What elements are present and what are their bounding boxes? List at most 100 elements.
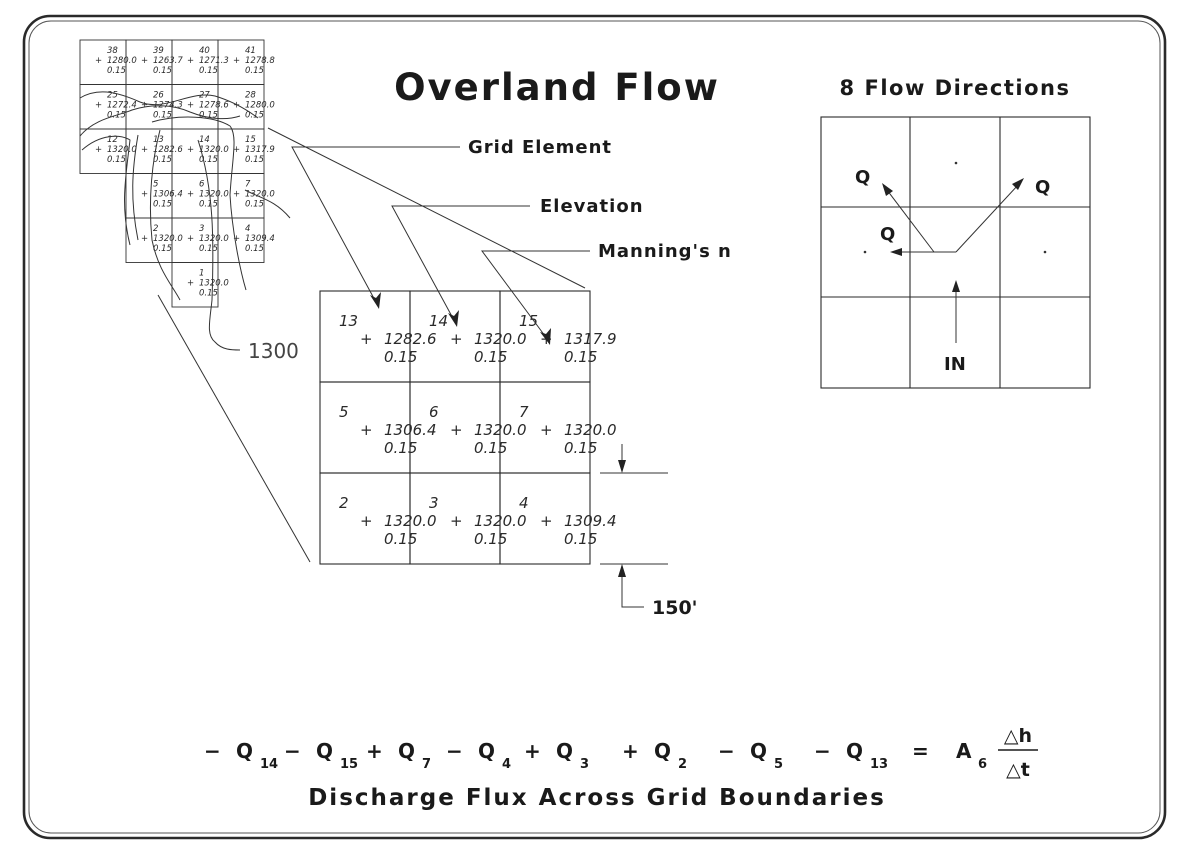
equation-sign: − xyxy=(814,739,831,763)
equation-equals: = xyxy=(912,739,929,763)
cell-manning-n: 0.15 xyxy=(474,530,507,548)
overview-cell-manning-n: 0.15 xyxy=(107,66,126,76)
flux-equation: −Q14−Q15+Q7−Q4+Q3+Q2−Q5−Q13=A6△h△t xyxy=(204,725,1038,781)
overview-cell-elevation: 1280.0 xyxy=(245,101,275,111)
cell-center-mark: + xyxy=(540,512,553,530)
overview-cell-elevation: 1320.0 xyxy=(199,279,229,289)
equation-term-subscript: 4 xyxy=(502,757,511,772)
equation-term-subscript: 14 xyxy=(260,757,278,772)
overview-cell-elevation: 1320.0 xyxy=(107,145,137,155)
cell-id: 2 xyxy=(339,494,349,512)
equation-sign: − xyxy=(204,739,221,763)
overview-cell-center-mark: + xyxy=(233,101,240,111)
overview-cell-manning-n: 0.15 xyxy=(199,244,218,254)
overview-cell-id: 41 xyxy=(245,46,256,56)
overview-cell-id: 5 xyxy=(153,180,158,190)
overview-cell-id: 14 xyxy=(199,135,210,145)
overview-cell-4 xyxy=(217,217,265,263)
overview-cell-id: 13 xyxy=(153,135,164,145)
overview-cell-manning-n: 0.15 xyxy=(153,200,172,210)
equation-sign: + xyxy=(524,739,541,763)
overview-cell-elevation: 1278.8 xyxy=(245,56,275,66)
cell-manning-n: 0.15 xyxy=(564,348,597,366)
equation-sign: − xyxy=(446,739,463,763)
equation-term-subscript: 5 xyxy=(774,757,783,772)
contour-label: 1300 xyxy=(248,339,299,363)
overview-cell-center-mark: + xyxy=(233,234,240,244)
overview-cell-elevation: 1320.0 xyxy=(245,190,275,200)
grid-element-label: Grid Element xyxy=(468,137,612,158)
spacing-label: 150' xyxy=(652,597,697,619)
flow-q-upper-left: Q xyxy=(855,167,870,188)
equation-term-q: Q xyxy=(316,739,333,763)
detail-grid: 13+1282.60.1514+1320.00.1515+1317.90.155… xyxy=(319,290,617,565)
equation-term-q: Q xyxy=(236,739,253,763)
grid-element-callout: Grid Element xyxy=(291,137,612,309)
flow-q-left: Q xyxy=(880,224,895,245)
spacing-dimension: 150' xyxy=(600,444,697,619)
overview-cell-id: 3 xyxy=(199,224,204,234)
equation-sign: − xyxy=(718,739,735,763)
outer-frame xyxy=(22,14,1167,840)
equation-area: A xyxy=(956,739,972,763)
overview-cell-elevation: 1280.0 xyxy=(107,56,137,66)
overview-cell-center-mark: + xyxy=(187,145,194,155)
cell-center-mark: + xyxy=(540,421,553,439)
cell-manning-n: 0.15 xyxy=(384,439,417,457)
overview-cell-elevation: 1320.0 xyxy=(153,234,183,244)
cell-center-mark: + xyxy=(450,421,463,439)
overview-cell-center-mark: + xyxy=(187,234,194,244)
overview-cell-center-mark: + xyxy=(141,145,148,155)
equation-term-subscript: 15 xyxy=(340,757,358,772)
overview-cell-manning-n: 0.15 xyxy=(245,200,264,210)
cell-elevation: 1320.0 xyxy=(564,421,617,439)
overview-cell-center-mark: + xyxy=(141,101,148,111)
equation-term-q: Q xyxy=(556,739,573,763)
overview-cell-center-mark: + xyxy=(187,56,194,66)
overview-cell-id: 26 xyxy=(153,91,164,101)
overview-cell-id: 7 xyxy=(245,180,251,190)
overview-cell-manning-n: 0.15 xyxy=(153,111,172,121)
cell-id: 3 xyxy=(429,494,439,512)
caption: Discharge Flux Across Grid Boundaries xyxy=(308,785,886,811)
page-title: Overland Flow xyxy=(394,66,720,109)
cell-id: 14 xyxy=(429,312,448,330)
cell-id: 5 xyxy=(339,403,349,421)
cell-center-mark: + xyxy=(360,421,373,439)
overview-cell-manning-n: 0.15 xyxy=(153,155,172,165)
cell-elevation: 1309.4 xyxy=(564,512,617,530)
overview-cell-manning-n: 0.15 xyxy=(199,155,218,165)
inner-frame xyxy=(28,20,1161,834)
equation-area-subscript: 6 xyxy=(978,757,987,772)
overview-cell-center-mark: + xyxy=(141,234,148,244)
overview-cell-manning-n: 0.15 xyxy=(199,111,218,121)
overview-cell-elevation: 1320.0 xyxy=(199,190,229,200)
overview-cell-elevation: 1278.6 xyxy=(199,101,229,111)
overview-cell-center-mark: + xyxy=(233,190,240,200)
cell-manning-n: 0.15 xyxy=(474,348,507,366)
overview-cell-elevation: 1309.4 xyxy=(245,234,275,244)
overview-cell-manning-n: 0.15 xyxy=(245,244,264,254)
overview-cell-elevation: 1320.0 xyxy=(199,145,229,155)
overview-cell-center-mark: + xyxy=(95,145,102,155)
overview-cell-id: 6 xyxy=(199,180,205,190)
cell-center-mark: + xyxy=(450,512,463,530)
cell-manning-n: 0.15 xyxy=(384,348,417,366)
zoom-line-left xyxy=(157,294,311,563)
equation-term-q: Q xyxy=(750,739,767,763)
equation-term-q: Q xyxy=(398,739,415,763)
overview-cell-elevation: 1274.3 xyxy=(153,101,183,111)
overview-grid: 38+1280.00.1539+1263.70.1540+1271.30.154… xyxy=(79,39,275,308)
cell-id: 13 xyxy=(339,312,358,330)
overview-cell-center-mark: + xyxy=(187,190,194,200)
cell-center-mark: + xyxy=(450,330,463,348)
overview-cell-id: 2 xyxy=(153,224,158,234)
equation-sign: − xyxy=(284,739,301,763)
cell-id: 6 xyxy=(429,403,439,421)
overview-cell-manning-n: 0.15 xyxy=(245,155,264,165)
overview-cell-elevation: 1271.3 xyxy=(199,56,229,66)
cell-center-mark: + xyxy=(360,330,373,348)
manning-callout: Manning's n xyxy=(481,241,731,345)
cell-manning-n: 0.15 xyxy=(564,439,597,457)
flow-directions-title: 8 Flow Directions xyxy=(840,76,1071,100)
